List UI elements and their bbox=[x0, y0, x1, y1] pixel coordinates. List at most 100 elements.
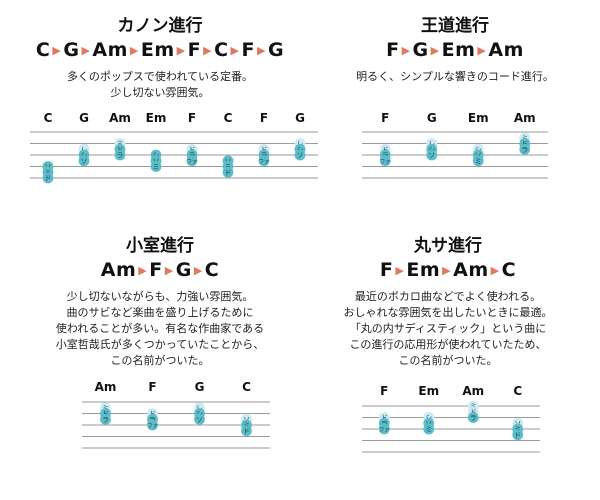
note-head bbox=[241, 425, 252, 437]
arrow-icon: ▶ bbox=[52, 44, 62, 57]
note-name: ミ bbox=[425, 426, 432, 434]
note-name: ラ bbox=[102, 416, 109, 424]
progression-chord: C bbox=[35, 39, 51, 61]
note-head bbox=[423, 423, 435, 435]
staff-chord-label: Em bbox=[146, 111, 167, 125]
progression-chord: Am bbox=[488, 39, 524, 61]
note-name: ソ bbox=[428, 152, 435, 160]
arrow-icon: ▶ bbox=[257, 44, 266, 57]
arrow-icon: ▶ bbox=[430, 44, 440, 57]
note-head bbox=[222, 166, 234, 178]
note-head bbox=[378, 423, 390, 435]
chord-progression: C▶G▶Am▶Em▶F▶C▶F▶G bbox=[10, 38, 310, 65]
progression-chord: C bbox=[501, 259, 517, 281]
staff-chord-label: F bbox=[148, 380, 156, 394]
panel-description: 多くのポップスで使われている定番。少し切ない雰囲気。 bbox=[10, 69, 310, 101]
note-head bbox=[426, 149, 438, 161]
note-head bbox=[150, 161, 162, 172]
note-name: ラ bbox=[521, 146, 528, 154]
staff-chord-label: G bbox=[295, 111, 305, 125]
description-line: 使われることが多い。有名な作曲家である bbox=[55, 322, 265, 335]
arrow-icon: ▶ bbox=[138, 264, 148, 277]
description-line: おしゃれな雰囲気を出したいときに最適。 bbox=[343, 306, 553, 319]
description-line: 曲のサビなど楽曲を盛り上げるために bbox=[66, 306, 254, 319]
staff-chord-label: Am bbox=[95, 380, 117, 394]
arrow-icon: ▶ bbox=[395, 264, 405, 277]
note-name: ファ bbox=[258, 158, 269, 165]
progression-chord: G bbox=[412, 39, 429, 61]
arrow-icon: ▶ bbox=[203, 44, 213, 57]
note-head bbox=[186, 155, 198, 167]
progression-chord: F bbox=[187, 39, 202, 61]
staff-chord-label: Am bbox=[514, 111, 536, 125]
chord-progression: F▶Em▶Am▶C bbox=[298, 258, 598, 285]
note-name: ド bbox=[514, 431, 521, 439]
note-head bbox=[42, 172, 54, 184]
progression-chord: F bbox=[241, 39, 255, 61]
chord-progression: Am▶F▶G▶C bbox=[10, 258, 310, 285]
note-name: ラ bbox=[117, 152, 124, 160]
staff-chord-label: F bbox=[188, 111, 196, 125]
description-line: この名前がついた。 bbox=[110, 354, 210, 367]
description-line: 小室哲哉氏が多くつかっていたことから、 bbox=[55, 338, 265, 351]
note-name: ド bbox=[225, 169, 232, 177]
progression-chord: C bbox=[214, 39, 229, 61]
note-head bbox=[472, 155, 484, 167]
arrow-icon: ▶ bbox=[164, 264, 174, 277]
description-line: この名前がついた。 bbox=[398, 354, 498, 367]
arrow-icon: ▶ bbox=[477, 44, 487, 57]
note-name: ド bbox=[45, 175, 52, 183]
progression-chord: Em bbox=[140, 39, 175, 61]
progression-chord: Am bbox=[100, 259, 137, 281]
panel-title: 丸サ進行 bbox=[414, 236, 482, 256]
staff-chord-label: C bbox=[242, 380, 251, 394]
note-head bbox=[194, 413, 205, 425]
panel-komuro: 小室進行 Am▶F▶G▶C 少し切ないながらも、力強い雰囲気。曲のサビなど楽曲を… bbox=[10, 236, 310, 369]
panel-oudou: 王道進行 F▶G▶Em▶Am 明るく、シンプルな響きのコード進行。 bbox=[305, 16, 600, 85]
progression-chord: F bbox=[379, 259, 394, 281]
note-head bbox=[114, 149, 126, 161]
staff-chord-label: F bbox=[260, 111, 268, 125]
panel-description: 最近のボカロ曲などでよく使われる。おしゃれな雰囲気を出したいときに最適。「丸の内… bbox=[298, 289, 598, 369]
note-head bbox=[294, 149, 306, 161]
progression-chord: Am bbox=[92, 39, 128, 61]
note-head bbox=[100, 413, 111, 425]
chord-progression: F▶G▶Em▶Am bbox=[305, 38, 600, 65]
arrow-icon: ▶ bbox=[230, 44, 240, 57]
description-line: 少し切ない雰囲気。 bbox=[110, 86, 210, 99]
description-line: 多くのポップスで使われている定番。 bbox=[66, 70, 254, 83]
note-name: ソ bbox=[81, 157, 88, 165]
note-name: ファ bbox=[186, 158, 197, 165]
note-head bbox=[379, 155, 391, 167]
staff-chord-label: C bbox=[224, 111, 233, 125]
note-head bbox=[467, 412, 479, 423]
staff-chord-label: C bbox=[513, 384, 522, 398]
description-line: この進行の応用形が使われていたため、 bbox=[349, 338, 547, 351]
staff-chord-label: F bbox=[380, 384, 388, 398]
arrow-icon: ▶ bbox=[490, 264, 500, 277]
progression-chord: Am bbox=[453, 259, 489, 281]
arrow-icon: ▶ bbox=[81, 44, 91, 57]
note-name: ソ bbox=[196, 416, 203, 424]
progression-chord: Em bbox=[441, 39, 476, 61]
description-line: 明るく、シンプルな響きのコード進行。 bbox=[356, 70, 554, 83]
progression-chord: C bbox=[204, 259, 220, 281]
description-line: 少し切ないながらも、力強い雰囲気。 bbox=[66, 290, 254, 303]
note-name: ファ bbox=[147, 423, 158, 430]
staff-chord-label: Em bbox=[418, 384, 439, 398]
panel-canon: カノン進行 C▶G▶Am▶Em▶F▶C▶F▶G 多くのポップスで使われている定番… bbox=[10, 16, 310, 101]
note-head bbox=[512, 429, 524, 441]
staff-chord-label: C bbox=[44, 111, 53, 125]
note-head bbox=[78, 155, 90, 167]
staff-chord-label: Am bbox=[109, 111, 131, 125]
arrow-icon: ▶ bbox=[129, 44, 139, 57]
note-head bbox=[147, 419, 158, 431]
note-name: ミ bbox=[475, 157, 482, 165]
note-name: ファ bbox=[380, 158, 391, 165]
staff-chord-label: G bbox=[79, 111, 89, 125]
description-line: 最近のボカロ曲などでよく使われる。 bbox=[354, 290, 542, 303]
note-name: ラ bbox=[470, 414, 477, 422]
